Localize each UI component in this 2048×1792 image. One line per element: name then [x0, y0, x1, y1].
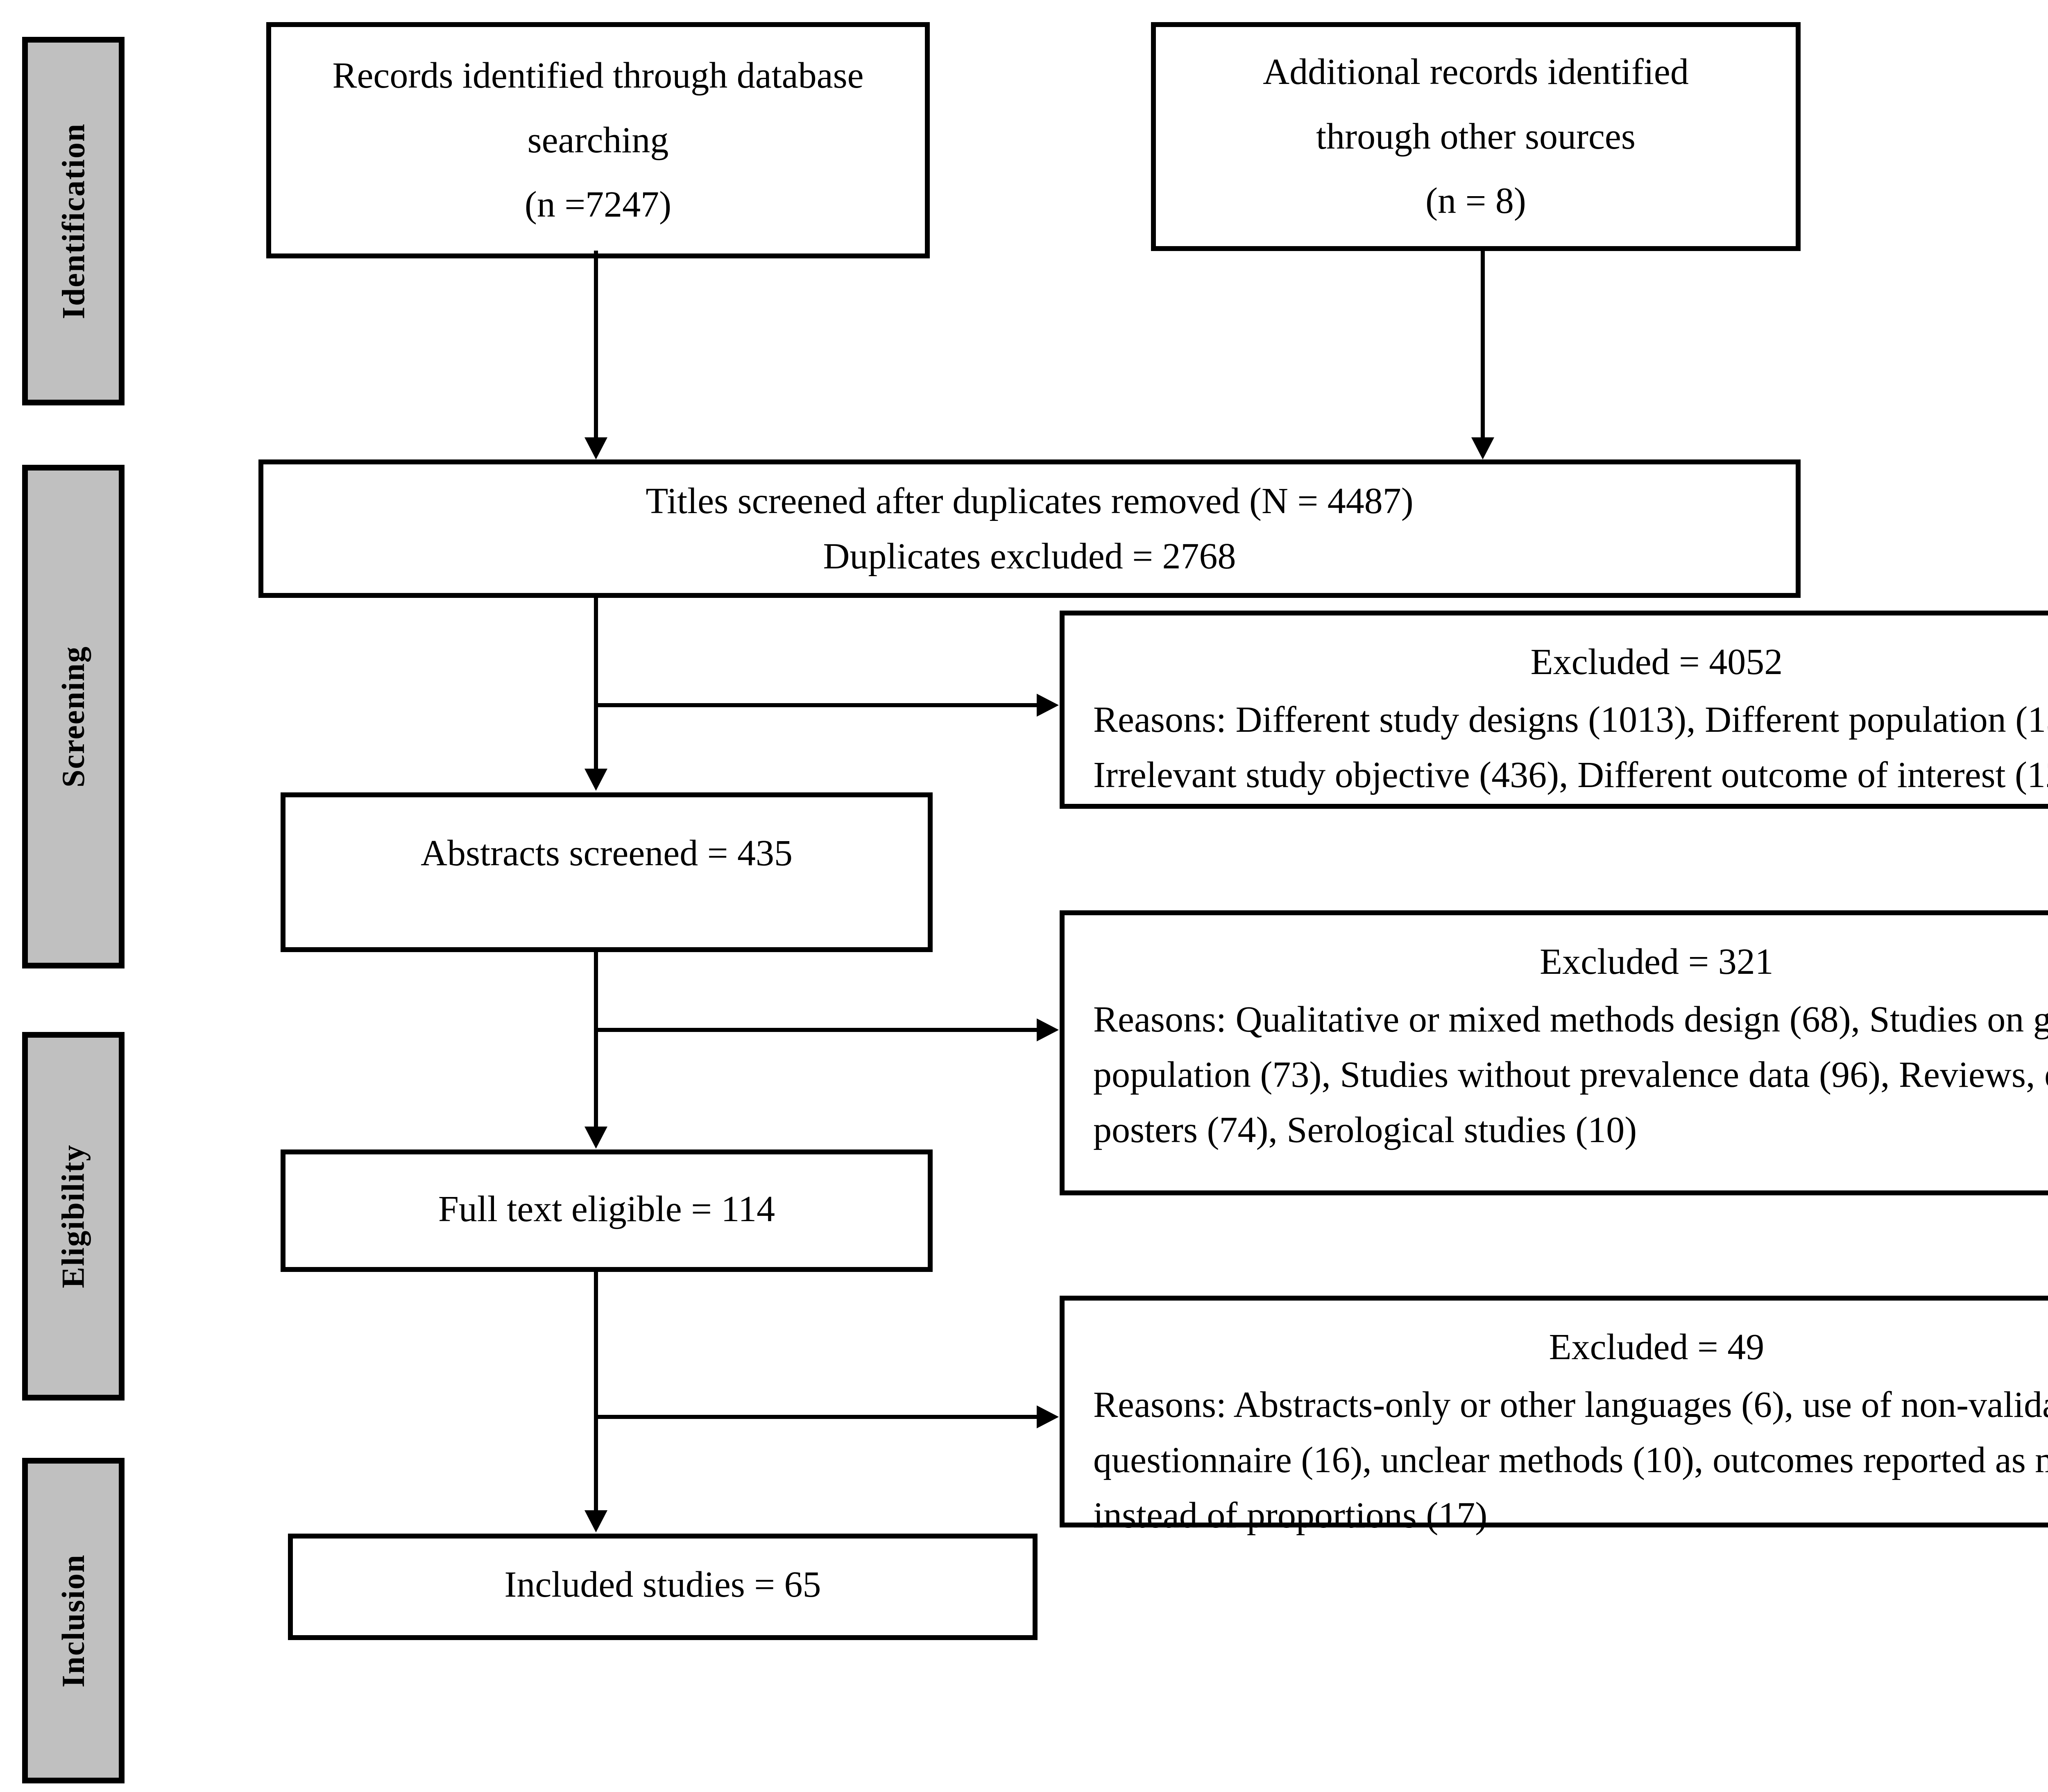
box-included-studies: Included studies = 65 [288, 1534, 1038, 1640]
records-line-1: Records identified through database [332, 55, 864, 96]
arrowhead-abstracts-to-fulltext [584, 1127, 607, 1149]
excluded2-title: Excluded = 321 [1540, 941, 1774, 982]
arrowhead-fulltext-to-included [584, 1510, 607, 1532]
stage-screening-label: Screening [55, 646, 91, 787]
connector-records-to-titles [594, 251, 598, 440]
fulltext-label: Full text eligible = 114 [438, 1189, 775, 1229]
additional-line-1: Additional records identified [1263, 52, 1689, 93]
stage-eligibility: Eligibility [22, 1032, 125, 1401]
stage-identification: Identification [22, 37, 125, 405]
box-titles-screened: Titles screened after duplicates removed… [258, 459, 1801, 598]
arrowhead-branch-excluded3 [1037, 1405, 1059, 1428]
box-excluded-abstracts: Excluded = 321 Reasons: Qualitative or m… [1060, 910, 2048, 1195]
arrowhead-titles-to-abstracts [584, 769, 607, 791]
titles-line-1: Titles screened after duplicates removed… [646, 481, 1414, 521]
connector-fulltext-to-included [594, 1272, 598, 1513]
arrowhead-branch-excluded1 [1037, 694, 1059, 717]
included-label: Included studies = 65 [504, 1564, 821, 1605]
box-additional-records: Additional records identified through ot… [1151, 22, 1801, 251]
excluded1-reasons: Reasons: Different study designs (1013),… [1093, 699, 2048, 795]
stage-identification-label: Identification [55, 123, 91, 319]
abstracts-label: Abstracts screened = 435 [421, 833, 793, 873]
connector-branch-excluded3 [594, 1415, 1038, 1419]
excluded2-reasons: Reasons: Qualitative or mixed methods de… [1093, 999, 2048, 1150]
connector-abstracts-to-fulltext [594, 952, 598, 1129]
excluded1-title: Excluded = 4052 [1530, 642, 1783, 682]
arrowhead-records-to-titles [584, 437, 607, 459]
records-line-2: searching [527, 120, 669, 161]
connector-titles-to-abstracts [594, 598, 598, 771]
box-fulltext-eligible: Full text eligible = 114 [281, 1149, 933, 1272]
stage-screening: Screening [22, 465, 125, 968]
titles-line-2: Duplicates excluded = 2768 [823, 536, 1236, 577]
box-abstracts-screened: Abstracts screened = 435 [281, 792, 933, 952]
connector-branch-excluded1 [594, 703, 1038, 707]
stage-inclusion: Inclusion [22, 1458, 125, 1783]
additional-line-3: (n = 8) [1425, 181, 1526, 222]
stage-inclusion-label: Inclusion [55, 1554, 91, 1688]
arrowhead-additional-to-titles [1471, 437, 1494, 459]
connector-branch-excluded2 [594, 1028, 1038, 1032]
excluded3-reasons: Reasons: Abstracts-only or other languag… [1093, 1385, 2048, 1536]
arrowhead-branch-excluded2 [1037, 1018, 1059, 1041]
connector-additional-to-titles [1481, 251, 1485, 440]
stage-eligibility-label: Eligibility [55, 1144, 91, 1288]
records-line-3: (n =7247) [524, 184, 672, 225]
excluded3-title: Excluded = 49 [1549, 1327, 1765, 1367]
box-excluded-fulltext: Excluded = 49 Reasons: Abstracts-only or… [1060, 1296, 2048, 1536]
additional-line-2: through other sources [1316, 116, 1636, 157]
box-records-identified: Records identified through database sear… [266, 22, 930, 258]
box-excluded-titles: Excluded = 4052 Reasons: Different study… [1060, 611, 2048, 809]
